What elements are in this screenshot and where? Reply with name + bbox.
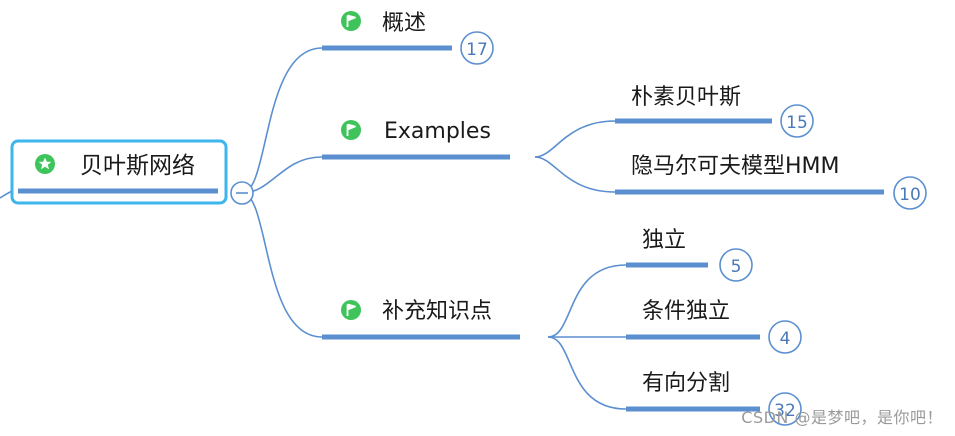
count-badge-overview-text: 17 xyxy=(466,40,488,60)
connector-supplement-independence xyxy=(547,264,627,338)
count-badge-d-separation-text: 32 xyxy=(774,401,796,421)
branch-supplement[interactable]: 补充知识点 xyxy=(341,299,492,324)
root-node[interactable]: 贝叶斯网络 xyxy=(10,139,228,205)
count-badge-d-separation[interactable]: 32 xyxy=(768,392,802,426)
node-d-separation[interactable]: 有向分割 32 xyxy=(642,371,802,426)
count-badge-naive-bayes[interactable]: 15 xyxy=(780,104,814,138)
count-badge-naive-bayes-text: 15 xyxy=(786,113,808,133)
count-badge-independence-text: 5 xyxy=(731,257,742,277)
flag-icon xyxy=(341,11,361,31)
flag-icon xyxy=(341,300,361,320)
node-hmm-label: 隐马尔可夫模型HMM xyxy=(631,154,840,179)
branch-examples-label: Examples xyxy=(384,119,491,144)
watermark: CSDN @是梦吧，是你吧！ xyxy=(741,408,943,427)
branch-overview[interactable]: 概述 17 xyxy=(341,11,494,65)
count-badge-conditional-independence[interactable]: 4 xyxy=(768,320,802,354)
branch-supplement-label: 补充知识点 xyxy=(382,299,492,324)
node-underlines xyxy=(322,45,884,412)
star-icon xyxy=(35,154,55,174)
count-badge-hmm[interactable]: 10 xyxy=(893,176,927,210)
node-naive-bayes-label: 朴素贝叶斯 xyxy=(631,85,741,110)
count-badge-independence[interactable]: 5 xyxy=(719,248,753,282)
collapse-toggle[interactable] xyxy=(230,181,254,205)
node-independence[interactable]: 独立 5 xyxy=(642,228,753,282)
node-conditional-independence[interactable]: 条件独立 4 xyxy=(642,299,802,354)
root-node-frame xyxy=(10,139,228,205)
connectors xyxy=(0,47,627,410)
branch-overview-label: 概述 xyxy=(382,11,426,36)
count-badge-conditional-independence-text: 4 xyxy=(780,329,791,349)
root-label: 贝叶斯网络 xyxy=(80,153,195,179)
node-naive-bayes[interactable]: 朴素贝叶斯 15 xyxy=(631,85,814,138)
connector-root-supplement xyxy=(241,192,323,338)
connector-examples-naive-bayes xyxy=(534,120,616,158)
node-independence-label: 独立 xyxy=(642,228,686,253)
count-badge-overview[interactable]: 17 xyxy=(460,31,494,65)
connector-root-examples xyxy=(241,156,323,194)
node-hmm[interactable]: 隐马尔可夫模型HMM 10 xyxy=(631,154,927,210)
connector-examples-hmm xyxy=(534,156,616,193)
flag-icon xyxy=(341,120,361,140)
node-conditional-independence-label: 条件独立 xyxy=(642,299,730,324)
count-badge-hmm-text: 10 xyxy=(899,185,921,205)
branch-examples[interactable]: Examples xyxy=(341,119,491,144)
connector-supplement-d-separation xyxy=(547,336,627,410)
node-d-separation-label: 有向分割 xyxy=(642,371,730,396)
